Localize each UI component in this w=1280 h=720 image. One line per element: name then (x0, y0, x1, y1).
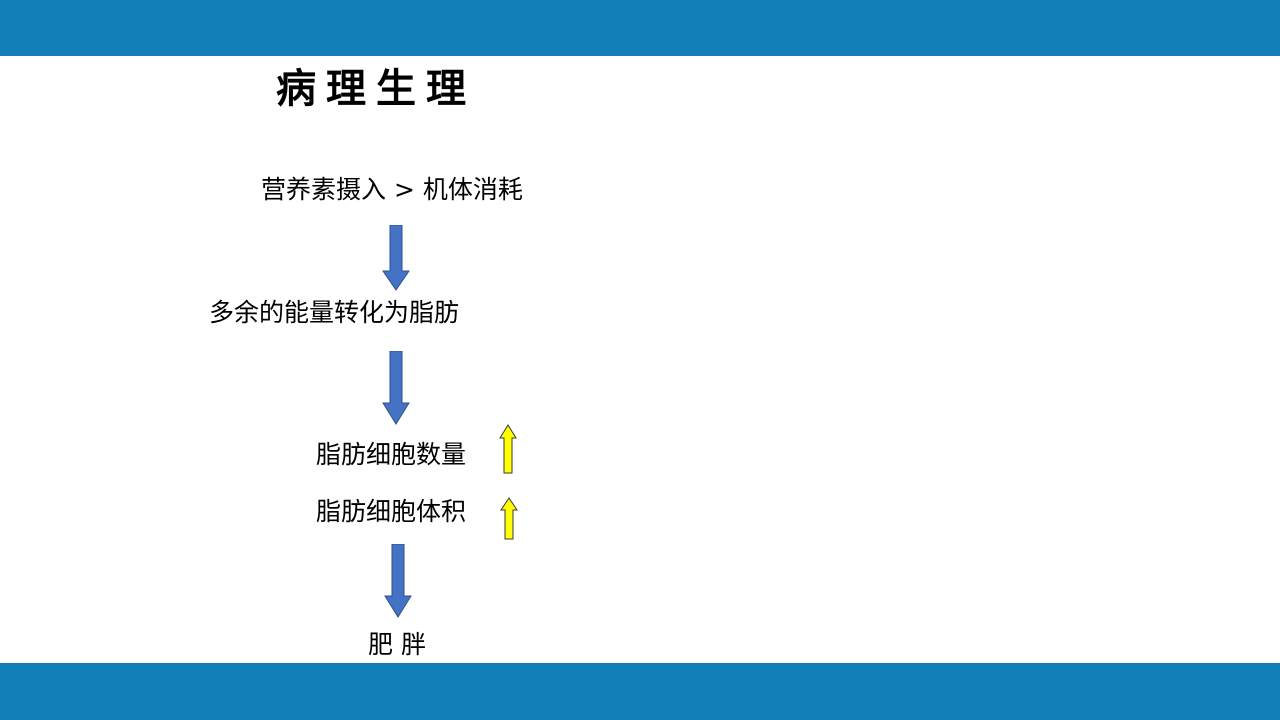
flow-step-fat-cell-volume: 脂肪细胞体积 (316, 497, 467, 526)
up-arrow-count (499, 424, 517, 474)
down-arrow-2 (382, 351, 410, 425)
top-banner (0, 0, 1280, 56)
flow-step-fat-conversion: 多余的能量转化为脂肪 (209, 298, 460, 327)
flow-step-obesity: 肥 胖 (368, 630, 426, 659)
down-arrow-1 (382, 225, 410, 291)
up-arrow-volume (500, 497, 518, 540)
flow-step-fat-cell-count: 脂肪细胞数量 (316, 440, 467, 469)
slide-title: 病理生理 (276, 66, 476, 112)
down-arrow-3 (384, 544, 412, 618)
flow-step-intake: 营养素摄入 > 机体消耗 (261, 175, 523, 204)
bottom-banner (0, 663, 1280, 720)
